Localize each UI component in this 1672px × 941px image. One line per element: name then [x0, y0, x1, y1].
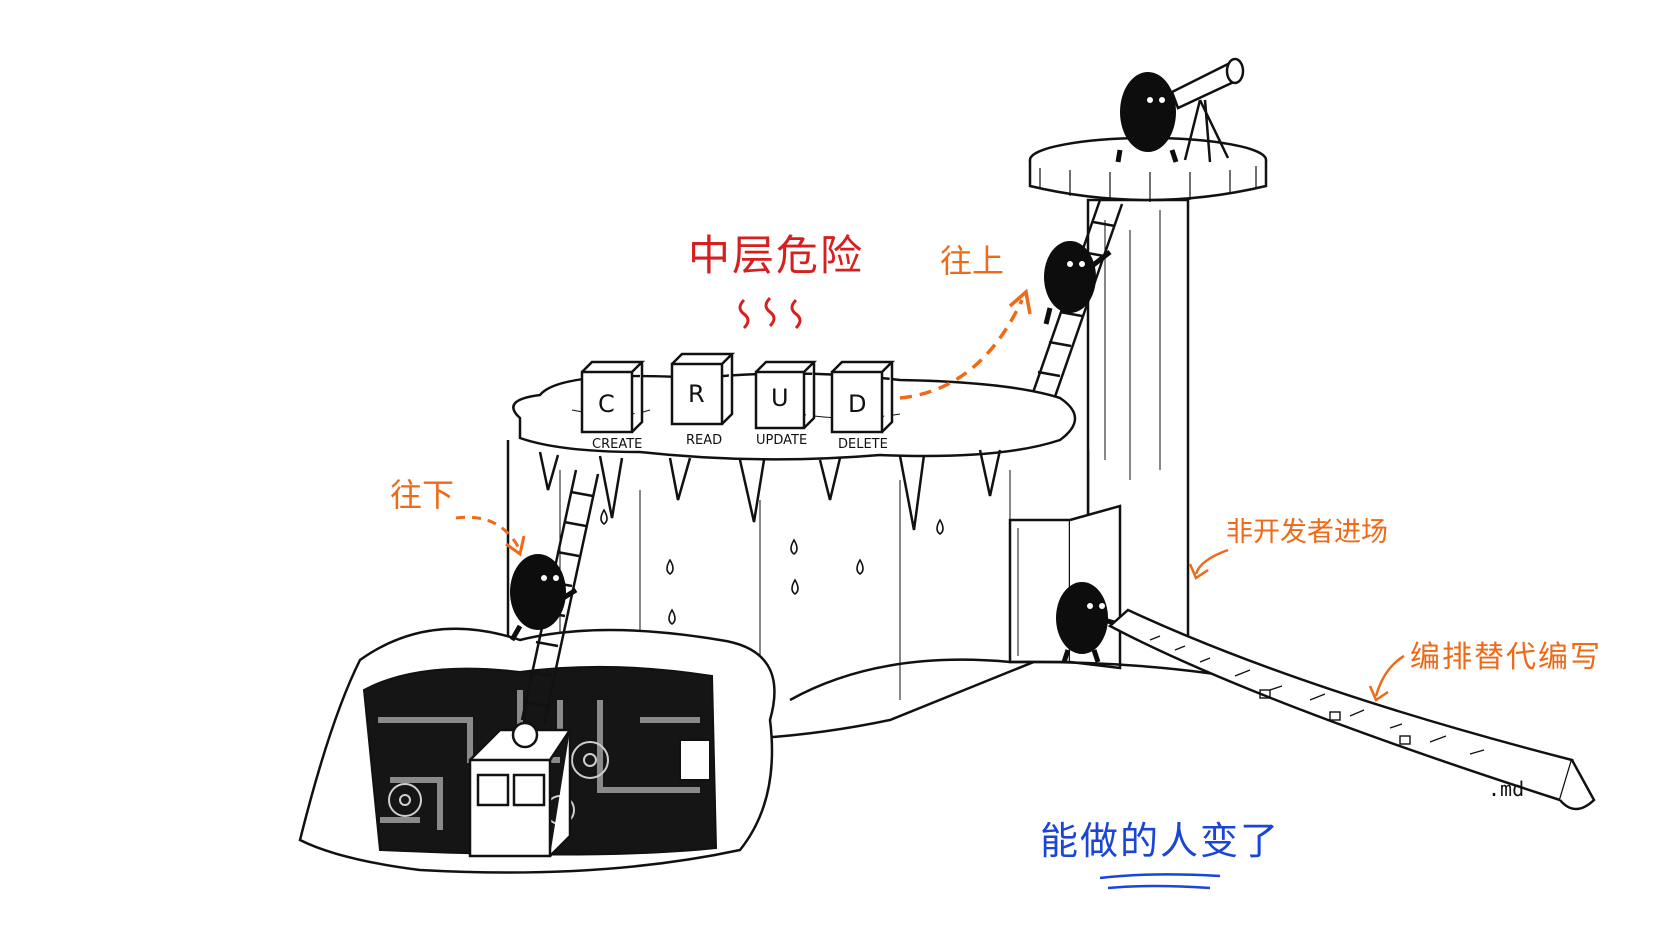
crud-block-read: R READ [670, 352, 736, 448]
arrow-orchestration [1368, 654, 1405, 702]
conclusion-underline [1099, 873, 1221, 890]
crud-caption: DELETE [838, 437, 888, 452]
arrow-go-up [899, 288, 1032, 400]
telescope [1170, 57, 1245, 163]
gauge-icon [511, 721, 539, 749]
figure-lookout [1115, 72, 1179, 163]
crud-caption: READ [686, 433, 722, 448]
label-middle-danger: 中层危险 [688, 231, 865, 280]
crud-caption: UPDATE [756, 433, 807, 448]
crud-block-delete: D DELETE [830, 360, 896, 452]
figure-climbing-down [509, 554, 578, 642]
label-go-down: 往下 [390, 476, 455, 514]
crud-letter: D [848, 390, 866, 418]
label-orchestration-replaces-writing: 编排替代编写 [1410, 640, 1602, 675]
gear-icon [388, 741, 609, 825]
arrow-go-down [455, 515, 526, 557]
crud-caption: CREATE [592, 437, 642, 452]
control-box [468, 710, 573, 858]
crud-letter: U [771, 384, 789, 412]
danger-heat-squiggles [738, 296, 802, 330]
markdown-scroll: .md [1107, 608, 1596, 811]
crud-block-update: U UPDATE [754, 360, 818, 448]
label-go-up: 往上 [940, 242, 1005, 280]
figure-non-developer [1056, 582, 1119, 663]
drips [600, 508, 944, 625]
label-non-developers-enter: 非开发者进场 [1226, 517, 1388, 548]
crud-block-create: C CREATE [580, 360, 646, 452]
arrow-non-developer [1188, 548, 1229, 580]
crud-letter: R [688, 380, 705, 408]
figure-climbing-up [1043, 241, 1112, 325]
crud-letter: C [598, 390, 615, 418]
label-who-can-do-it-changed: 能做的人变了 [1040, 819, 1281, 863]
scroll-file-extension: .md [1488, 777, 1524, 801]
